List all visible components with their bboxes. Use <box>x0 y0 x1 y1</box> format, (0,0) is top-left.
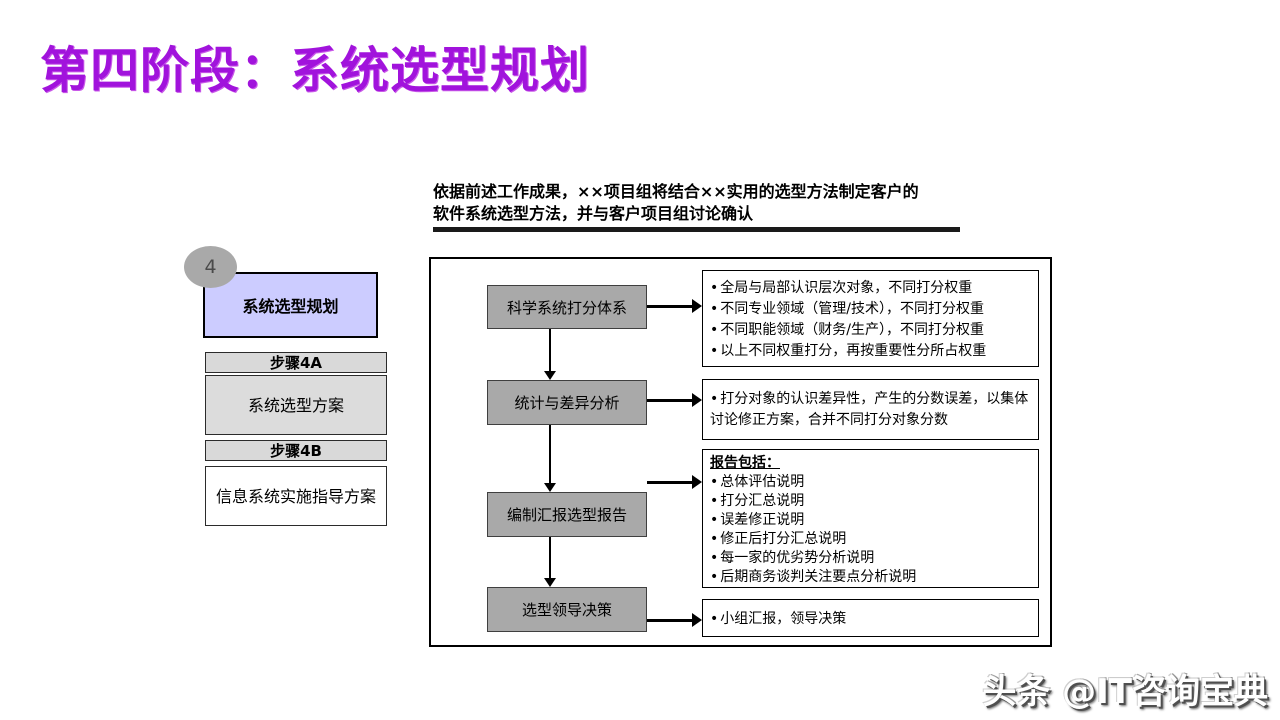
detail-box-leadership-decision: 小组汇报，领导决策 <box>702 599 1039 637</box>
right-arrow-1 <box>647 299 702 313</box>
flow-node-leadership-decision: 选型领导决策 <box>487 587 647 632</box>
detail-bullet: 不同职能领域（财务/生产），不同打分权重 <box>710 320 1032 341</box>
intro-text: 依据前述工作成果，××项目组将结合××实用的选型方法制定客户的 软件系统选型方法… <box>433 181 978 225</box>
detail-bullet-list: 小组汇报，领导决策 <box>710 609 1032 629</box>
down-arrow-3 <box>543 537 557 587</box>
detail-bullet: 后期商务谈判关注要点分析说明 <box>710 568 1032 587</box>
intro-line-1: 依据前述工作成果，××项目组将结合××实用的选型方法制定客户的 <box>433 182 919 201</box>
detail-bullet-list: 总体评估说明 打分汇总说明 误差修正说明 修正后打分汇总说明 每一家的优劣势分析… <box>710 473 1032 587</box>
detail-bullet-list: 打分对象的认识差异性，产生的分数误差，以集体讨论修正方案，合并不同打分对象分数 <box>710 389 1032 431</box>
step-4b-box: 信息系统实施指导方案 <box>205 466 387 526</box>
phase-title-box: 系统选型规划 <box>203 272 378 338</box>
detail-bullet-list: 全局与局部认识层次对象，不同打分权重 不同专业领域（管理/技术），不同打分权重 … <box>710 278 1032 362</box>
page-title: 第四阶段：系统选型规划 <box>40 42 591 99</box>
detail-bullet: 打分对象的认识差异性，产生的分数误差，以集体讨论修正方案，合并不同打分对象分数 <box>710 389 1032 431</box>
detail-bullet: 不同专业领域（管理/技术），不同打分权重 <box>710 299 1032 320</box>
detail-header: 报告包括： <box>710 455 780 471</box>
right-arrow-3 <box>647 475 702 489</box>
watermark: 头条 @IT咨询宝典 <box>982 672 1268 712</box>
flow-node-label: 统计与差异分析 <box>514 394 620 412</box>
detail-bullet: 误差修正说明 <box>710 511 1032 530</box>
detail-bullet: 打分汇总说明 <box>710 492 1032 511</box>
flow-node-label: 选型领导决策 <box>521 601 612 619</box>
step-4b-box-label: 信息系统实施指导方案 <box>215 486 376 506</box>
step-4a-box-label: 系统选型方案 <box>247 395 344 415</box>
flow-panel: 科学系统打分体系 统计与差异分析 编制汇报选型报告 选型领导决策 全局与局部认识… <box>429 257 1052 647</box>
detail-box-report-contents: 报告包括： 总体评估说明 打分汇总说明 误差修正说明 修正后打分汇总说明 每一家… <box>702 449 1039 588</box>
right-arrow-2 <box>647 393 702 407</box>
flow-node-label: 编制汇报选型报告 <box>506 506 627 524</box>
phase-number-badge: 4 <box>184 246 237 288</box>
detail-bullet: 每一家的优劣势分析说明 <box>710 549 1032 568</box>
step-4b-label: 步骤4B <box>270 442 322 460</box>
flow-node-statistics-analysis: 统计与差异分析 <box>487 380 647 425</box>
detail-bullet: 以上不同权重打分，再按重要性分所占权重 <box>710 341 1032 362</box>
step-4a-box: 系统选型方案 <box>205 375 387 435</box>
step-4b-bar: 步骤4B <box>205 440 387 461</box>
down-arrow-2 <box>543 425 557 492</box>
step-4a-bar: 步骤4A <box>205 352 387 373</box>
intro-underline <box>433 227 960 232</box>
detail-box-statistics-analysis: 打分对象的认识差异性，产生的分数误差，以集体讨论修正方案，合并不同打分对象分数 <box>702 379 1039 440</box>
phase-number: 4 <box>204 256 217 278</box>
flow-node-scoring-system: 科学系统打分体系 <box>487 285 647 329</box>
phase-title: 系统选型规划 <box>242 297 339 316</box>
down-arrow-1 <box>543 329 557 380</box>
right-arrow-4 <box>647 613 702 627</box>
flow-node-label: 科学系统打分体系 <box>506 298 627 317</box>
step-4a-label: 步骤4A <box>269 354 323 372</box>
detail-bullet: 总体评估说明 <box>710 473 1032 492</box>
detail-bullet: 全局与局部认识层次对象，不同打分权重 <box>710 278 1032 299</box>
intro-line-2: 软件系统选型方法，并与客户项目组讨论确认 <box>433 204 754 223</box>
flow-node-report-compilation: 编制汇报选型报告 <box>487 492 647 537</box>
detail-bullet: 修正后打分汇总说明 <box>710 530 1032 549</box>
detail-box-scoring-system: 全局与局部认识层次对象，不同打分权重 不同专业领域（管理/技术），不同打分权重 … <box>702 270 1039 367</box>
detail-bullet: 小组汇报，领导决策 <box>710 609 1032 629</box>
